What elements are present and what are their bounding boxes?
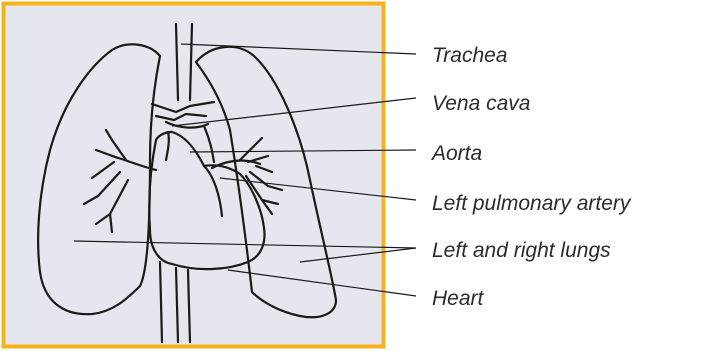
heart-label: Heart xyxy=(432,287,485,310)
left-pulmonary-artery-label: Left pulmonary artery xyxy=(432,192,632,215)
lungs-label: Left and right lungs xyxy=(432,239,611,262)
diagram-frame xyxy=(4,4,384,347)
vena-cava-label: Vena cava xyxy=(432,92,530,115)
trachea-label: Trachea xyxy=(432,44,507,67)
aorta-label: Aorta xyxy=(430,142,482,165)
